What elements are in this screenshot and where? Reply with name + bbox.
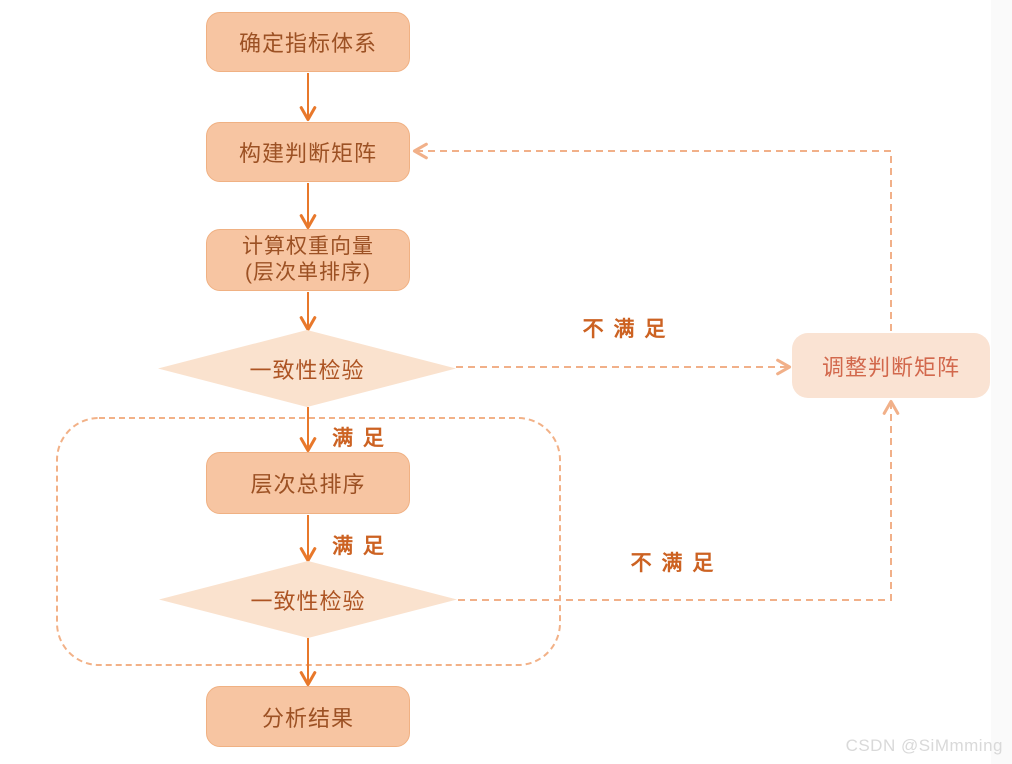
edge-label-not-satisfied-2: 不 满 足: [630, 552, 716, 575]
node-label-line1: 计算权重向量: [242, 234, 374, 258]
page-edge-strip: [991, 0, 1012, 764]
node-label: 一致性检验: [250, 588, 366, 614]
csdn-watermark: CSDN @SiMmming: [845, 736, 1003, 755]
node-analysis-result: 分析结果: [206, 686, 410, 747]
node-hierarchy-total-ranking: 层次总排序: [206, 452, 410, 514]
node-compute-weight-vector: 计算权重向量 (层次单排序): [206, 229, 410, 291]
node-label: 调整判断矩阵: [821, 354, 960, 380]
node-adjust-judgment-matrix: 调整判断矩阵: [792, 333, 990, 398]
node-label: 一致性检验: [249, 357, 365, 383]
dashed-arrow-adjust-to-construct: [412, 142, 892, 331]
node-label: 构建判断矩阵: [238, 141, 377, 166]
node-label-line2: (层次单排序): [245, 261, 371, 284]
node-label: 确定指标体系: [238, 31, 377, 56]
node-label: 层次总排序: [250, 472, 366, 497]
node-consistency-check-2: 一致性检验: [159, 561, 457, 638]
node-construct-judgment-matrix: 构建判断矩阵: [206, 122, 410, 182]
edge-label-satisfied-2: 满 足: [332, 535, 386, 558]
node-define-indicator-system: 确定指标体系: [206, 12, 410, 72]
node-consistency-check-1: 一致性检验: [158, 330, 456, 407]
edge-label-not-satisfied-1: 不 满 足: [582, 318, 668, 341]
node-label: 分析结果: [261, 705, 354, 731]
edge-label-satisfied-1: 满 足: [332, 427, 386, 450]
